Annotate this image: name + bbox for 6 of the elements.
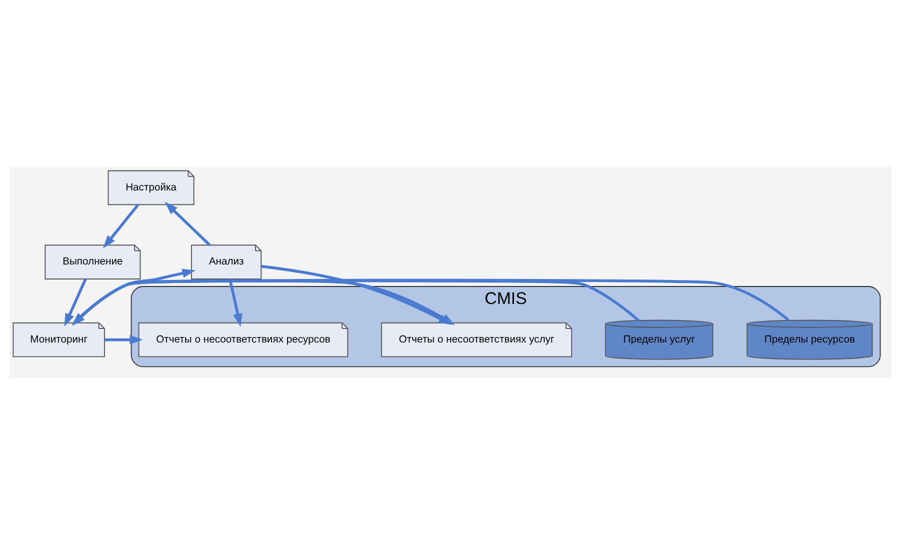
arrow: [102, 204, 140, 248]
arrow: [104, 335, 143, 344]
arrow: [228, 278, 242, 327]
arrow: [164, 202, 211, 246]
arrow: [64, 278, 87, 327]
arrow: [73, 268, 196, 324]
